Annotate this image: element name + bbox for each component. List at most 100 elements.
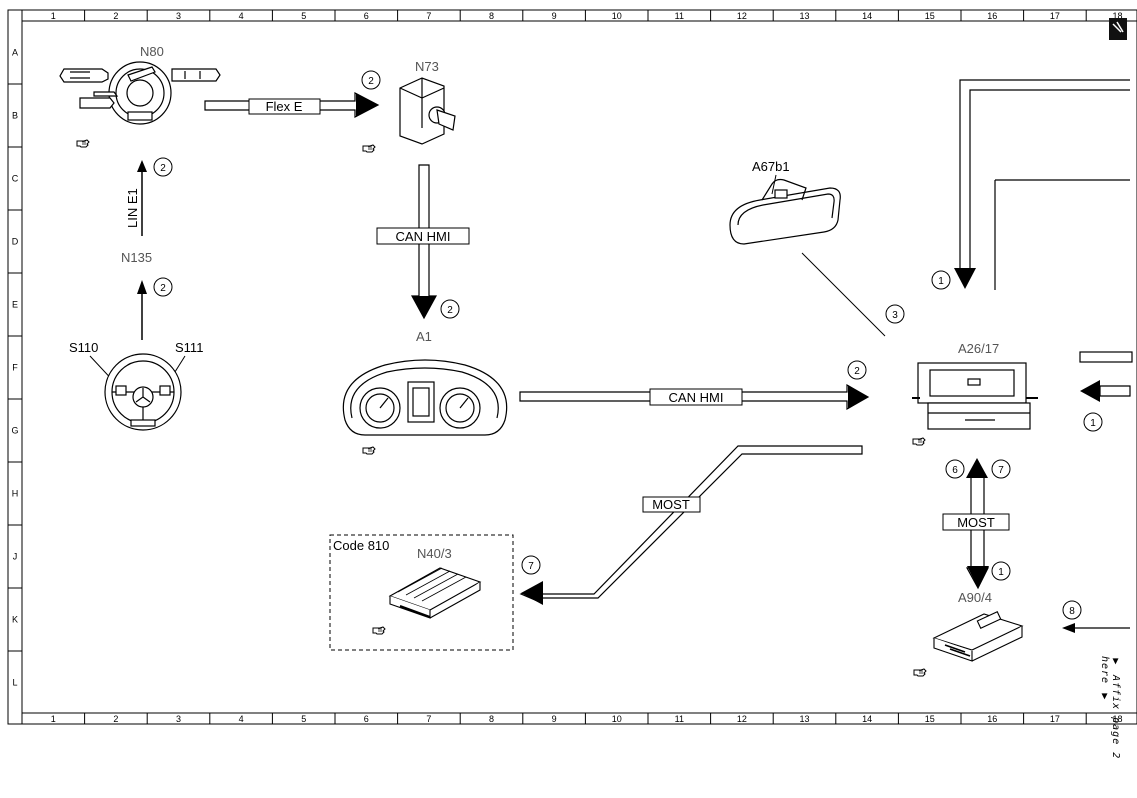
row-label: D xyxy=(12,237,19,247)
column-label: 11 xyxy=(675,11,684,21)
a90-4-label: A90/4 xyxy=(958,590,992,605)
reference-hand-icon[interactable] xyxy=(362,144,376,153)
column-label: 6 xyxy=(364,714,369,724)
reference-hand-icon[interactable] xyxy=(362,446,376,455)
column-label: 8 xyxy=(489,11,494,21)
marker-most-down: 1 xyxy=(991,561,1011,581)
marker-most-to-n40: 7 xyxy=(521,555,541,575)
column-label: 8 xyxy=(489,714,494,724)
n40-3-label: N40/3 xyxy=(417,546,452,561)
reference-hand-icon[interactable] xyxy=(372,626,386,635)
a26-17-component[interactable]: A26/17 xyxy=(912,341,1038,446)
svg-text:1: 1 xyxy=(1090,418,1096,429)
marker-n135-up: 2 xyxy=(153,277,173,297)
row-label: K xyxy=(12,615,18,625)
marker-most-up-left: 6 xyxy=(945,459,965,479)
svg-text:2: 2 xyxy=(368,76,374,87)
a26-17-label: A26/17 xyxy=(958,341,999,356)
column-label: 4 xyxy=(239,11,244,21)
lin-e1-label: LIN E1 xyxy=(125,188,140,228)
column-label: 1 xyxy=(51,714,56,724)
row-label: B xyxy=(12,111,18,121)
code-810-label: Code 810 xyxy=(333,538,389,553)
steering-wheel-component[interactable]: S110 S111 xyxy=(69,340,203,431)
n40-3-component[interactable]: N40/3 xyxy=(372,546,482,635)
code-810-box: Code 810 xyxy=(329,534,514,651)
n80-label: N80 xyxy=(140,44,164,59)
n73-component[interactable]: N73 xyxy=(362,59,456,153)
svg-text:2: 2 xyxy=(160,163,166,174)
marker-a26-in-left: 1 xyxy=(931,270,951,290)
bus-from-right-middle xyxy=(1079,351,1133,402)
a1-label: A1 xyxy=(416,329,432,344)
column-label: 3 xyxy=(176,11,181,21)
column-label: 7 xyxy=(426,714,431,724)
svg-text:1: 1 xyxy=(938,276,944,287)
row-label: J xyxy=(13,552,18,562)
svg-text:6: 6 xyxy=(952,465,958,476)
marker-a67b1-link: 3 xyxy=(885,304,905,324)
column-label: 10 xyxy=(612,714,622,724)
column-label: 9 xyxy=(552,11,557,21)
row-label: H xyxy=(12,489,19,499)
marker-a90-in: 8 xyxy=(1062,600,1082,620)
lin-e1-bus: LIN E1 xyxy=(125,160,147,236)
reference-hand-icon[interactable] xyxy=(913,668,927,677)
column-label: 16 xyxy=(987,11,997,21)
a90-4-component[interactable]: A90/4 xyxy=(913,590,1024,677)
most-diagonal-label: MOST xyxy=(652,497,690,512)
s111-label: S111 xyxy=(175,340,203,355)
column-label: 3 xyxy=(176,714,181,724)
marker-flex-e: 2 xyxy=(361,70,381,90)
reference-hand-icon[interactable] xyxy=(76,139,90,148)
flex-e-label: Flex E xyxy=(266,99,303,114)
column-label: 6 xyxy=(364,11,369,21)
marker-can-to-a26: 2 xyxy=(847,360,867,380)
svg-text:3: 3 xyxy=(892,310,898,321)
svg-text:7: 7 xyxy=(998,465,1004,476)
most-diagonal-bus: MOST xyxy=(519,445,863,605)
a67b1-component[interactable]: A67b1 xyxy=(729,159,886,337)
svg-text:7: 7 xyxy=(528,561,534,572)
marker-a26-in-right: 1 xyxy=(1083,412,1103,432)
svg-text:1: 1 xyxy=(998,567,1004,578)
column-label: 9 xyxy=(552,714,557,724)
svg-text:2: 2 xyxy=(854,366,860,377)
flex-e-bus: Flex E xyxy=(204,92,380,118)
column-label: 5 xyxy=(301,11,306,21)
bus-from-right-top xyxy=(954,79,1130,290)
row-label: F xyxy=(12,363,18,373)
can-hmi-horizontal-bus: CAN HMI xyxy=(519,383,870,411)
most-vertical-bus: MOST xyxy=(942,458,1010,590)
svg-text:2: 2 xyxy=(160,283,166,294)
a1-component[interactable]: A1 xyxy=(342,329,508,455)
column-label: 13 xyxy=(799,11,809,21)
can-hmi-vertical-label: CAN HMI xyxy=(396,229,451,244)
column-label: 4 xyxy=(239,714,244,724)
n80-component[interactable]: N80 xyxy=(59,44,221,148)
a90-4-input-arrow xyxy=(1062,623,1130,633)
column-label: 11 xyxy=(675,714,684,724)
column-label: 1 xyxy=(51,11,56,21)
marker-n80-lin: 2 xyxy=(153,157,173,177)
page-corner-icon xyxy=(1109,18,1127,40)
svg-text:2: 2 xyxy=(447,305,453,316)
column-label: 17 xyxy=(1050,714,1060,724)
grid-frame xyxy=(7,9,1137,725)
row-label: L xyxy=(12,678,17,688)
column-label: 14 xyxy=(862,11,872,21)
column-label: 16 xyxy=(987,714,997,724)
row-label: G xyxy=(11,426,18,436)
can-hmi-vertical-bus: CAN HMI xyxy=(376,164,470,320)
column-label: 17 xyxy=(1050,11,1060,21)
reference-hand-icon[interactable] xyxy=(912,437,926,446)
column-label: 18 xyxy=(1112,11,1122,21)
affix-page-note: ▼ Affix page 2 here ▼ xyxy=(1099,656,1121,760)
column-label: 2 xyxy=(113,11,118,21)
row-label: A xyxy=(12,48,18,58)
n135-label: N135 xyxy=(121,250,152,265)
s110-to-n135-arrow xyxy=(137,280,147,340)
